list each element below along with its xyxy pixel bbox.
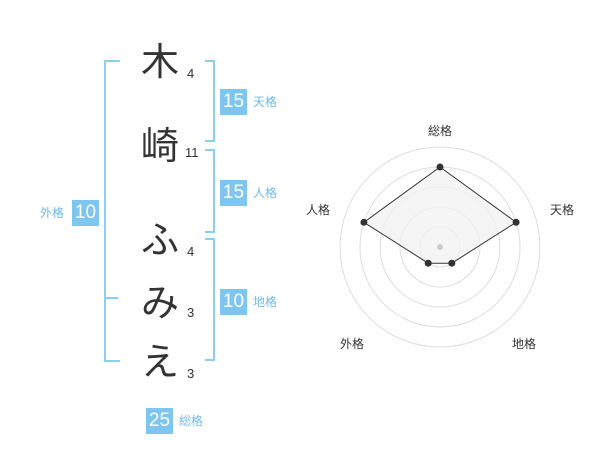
soukaku-value: 25 <box>146 408 173 434</box>
name-char-5: え <box>140 340 179 384</box>
name-char-4: み <box>140 281 179 325</box>
radar-point-4 <box>424 259 432 267</box>
radar-axis-label-3: 地格 <box>512 337 537 351</box>
radar-point-5 <box>360 218 368 226</box>
jinkaku-label: 人格 <box>253 186 278 200</box>
chikaku-value: 10 <box>220 289 247 315</box>
radar-ring-5 <box>339 146 541 348</box>
stroke-count-5: 3 <box>187 366 195 381</box>
radar-axis-label-1: 総格 <box>428 124 453 138</box>
tenkaku-value: 15 <box>220 89 247 115</box>
gaikaku-label: 外格 <box>40 206 65 220</box>
radar-point-3 <box>448 259 456 267</box>
soukaku-label: 総格 <box>179 414 204 428</box>
chikaku-label: 地格 <box>253 295 278 309</box>
radar-points <box>360 163 520 267</box>
stroke-count-3: 4 <box>187 244 195 259</box>
stroke-count-1: 4 <box>187 66 195 81</box>
name-char-3: ふ <box>140 218 179 262</box>
radar-axis-label-2: 天格 <box>550 203 575 217</box>
stroke-count-2: 11 <box>185 145 199 160</box>
gaikaku-bracket <box>104 60 120 362</box>
jinkaku-value: 15 <box>220 180 247 206</box>
radar-center-dot <box>437 244 443 250</box>
radar-point-2 <box>512 218 520 226</box>
jinkaku-bracket <box>205 149 215 233</box>
chikaku-bracket <box>205 238 215 361</box>
stroke-count-4: 3 <box>187 305 195 320</box>
gaikaku-value: 10 <box>72 200 99 226</box>
tenkaku-bracket <box>205 60 215 142</box>
radar-point-1 <box>436 163 444 171</box>
radar-polygon <box>363 166 517 264</box>
name-char-2: 崎 <box>140 124 179 168</box>
radar-axis-label-5: 人格 <box>306 203 331 217</box>
radar-axis-label-4: 外格 <box>340 337 365 351</box>
name-char-1: 木 <box>140 40 179 84</box>
tenkaku-label: 天格 <box>253 95 278 109</box>
gaikaku-bracket-tick <box>104 297 118 299</box>
